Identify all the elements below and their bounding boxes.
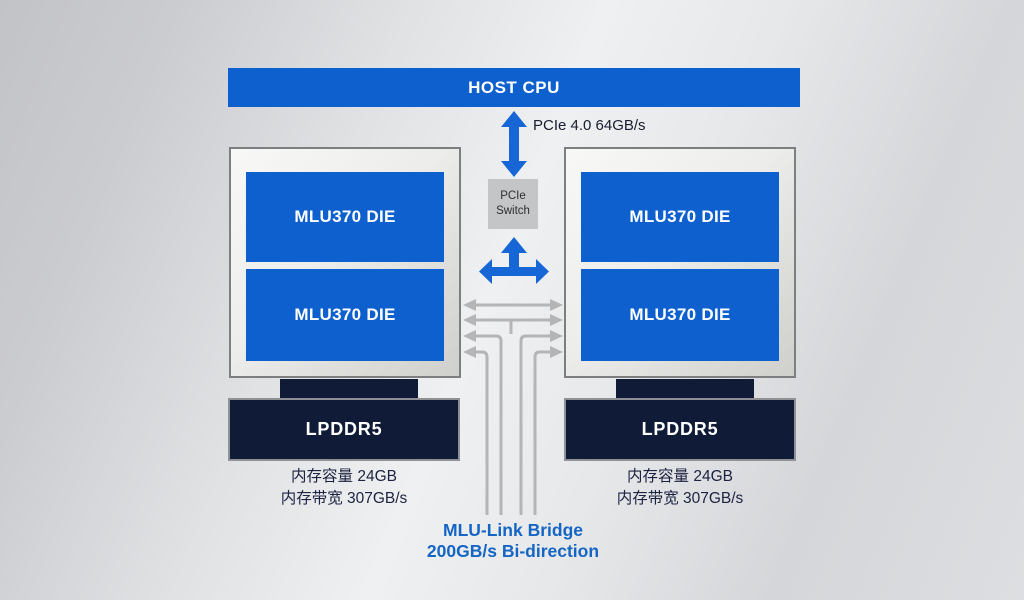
memory-bandwidth-label: 内存带宽 307GB/s [280, 490, 408, 507]
mlu-module-left: MLU370 DIE MLU370 DIE [229, 147, 461, 378]
memory-capacity-label: 内存容量 24GB [291, 468, 397, 485]
memory-bandwidth-label: 内存带宽 307GB/s [616, 490, 744, 507]
mlu370-die-block: MLU370 DIE [581, 269, 779, 361]
mlu-link-bridge-line2: 200GB/s Bi-direction [426, 541, 600, 561]
pcie-switch-block: PCIe Switch [488, 179, 538, 229]
host-cpu-block: HOST CPU [228, 68, 800, 107]
lpddr5-label: LPDDR5 [641, 419, 719, 439]
memory-specs-left: 内存容量 24GB 内存带宽 307GB/s [224, 466, 464, 510]
mlu-module-right: MLU370 DIE MLU370 DIE [564, 147, 796, 378]
pcie-switch-label-line1: PCIe [500, 190, 526, 203]
mlu-link-line-4-right [533, 350, 552, 515]
memory-connector-tab-right [616, 379, 754, 400]
mlu-link-line-4-left [474, 350, 489, 515]
lpddr5-block-left: LPDDR5 [228, 398, 460, 461]
mlu-link-bridge-caption: MLU-Link Bridge 200GB/s Bi-direction [363, 520, 663, 562]
mlu-link-lines [474, 303, 552, 515]
pcie-switch-label-line2: Switch [496, 205, 530, 217]
memory-connector-tab-left [280, 379, 418, 400]
mlu-link-arrowheads [463, 299, 563, 358]
host-cpu-label: HOST CPU [468, 77, 560, 97]
mlu370-die-block: MLU370 DIE [246, 172, 444, 262]
mlu370-die-block: MLU370 DIE [246, 269, 444, 361]
pcie-link-label: PCIe 4.0 64GB/s [533, 117, 646, 134]
memory-specs-right: 内存容量 24GB 内存带宽 307GB/s [560, 466, 800, 510]
lpddr5-block-right: LPDDR5 [564, 398, 796, 461]
memory-capacity-label: 内存容量 24GB [627, 468, 733, 485]
mlu-link-line-3-right [519, 334, 552, 515]
pcie-threeway-arrow [479, 237, 549, 284]
pcie-updown-arrow [501, 111, 527, 177]
lpddr5-label: LPDDR5 [305, 419, 383, 439]
mlu-link-bridge-line1: MLU-Link Bridge [443, 520, 583, 540]
mlu-link-line-3-left [474, 334, 503, 515]
mlu370-die-block: MLU370 DIE [581, 172, 779, 262]
